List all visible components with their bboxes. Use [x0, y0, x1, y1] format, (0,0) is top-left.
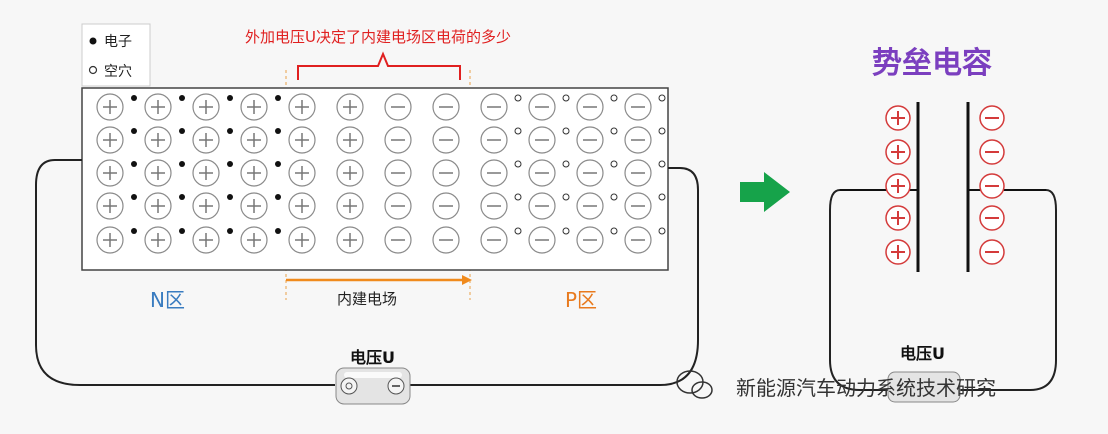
- hole: [658, 127, 666, 135]
- legend-electron-dot: [89, 37, 97, 45]
- electron: [179, 228, 185, 234]
- battery-left: [335, 367, 411, 405]
- hole: [658, 193, 666, 201]
- n-region-label: N区: [150, 288, 185, 312]
- voltage-label-left: 电压U: [350, 348, 395, 367]
- electron: [275, 95, 281, 101]
- left-circuit-wire: [35, 159, 699, 386]
- hole: [562, 94, 570, 102]
- capacitance-title: 势垒电容: [872, 46, 992, 81]
- battery-right: [887, 371, 961, 403]
- builtin-field-arrowhead: [462, 275, 472, 285]
- p-region-label: P区: [565, 288, 598, 312]
- electron: [131, 228, 137, 234]
- wechat-icon: [676, 370, 713, 399]
- electron: [179, 95, 185, 101]
- electron: [131, 95, 137, 101]
- electron: [179, 194, 185, 200]
- hole: [610, 94, 618, 102]
- hole: [562, 127, 570, 135]
- ion-grid: [96, 93, 666, 254]
- right-circuit-wire: [829, 189, 1057, 391]
- hole: [658, 160, 666, 168]
- legend-hole-circle: [88, 65, 98, 75]
- hole: [514, 160, 522, 168]
- electron: [275, 228, 281, 234]
- electron: [179, 128, 185, 134]
- hole: [514, 227, 522, 235]
- pn-block: [81, 87, 669, 271]
- electron: [227, 194, 233, 200]
- electron: [275, 161, 281, 167]
- hole: [514, 193, 522, 201]
- legend-electron-label: 电子: [104, 34, 132, 50]
- capacitor-charges: [885, 105, 1005, 265]
- electron: [227, 161, 233, 167]
- legend-box: [81, 23, 151, 87]
- hole: [562, 160, 570, 168]
- hole: [562, 193, 570, 201]
- electron: [275, 128, 281, 134]
- transform-arrow: [740, 172, 790, 212]
- electron: [227, 95, 233, 101]
- electron: [131, 161, 137, 167]
- electron: [275, 194, 281, 200]
- hole: [658, 94, 666, 102]
- electron: [179, 161, 185, 167]
- hole: [610, 227, 618, 235]
- hole: [562, 227, 570, 235]
- hole: [514, 94, 522, 102]
- legend-hole-label: 空穴: [104, 64, 132, 80]
- voltage-label-right: 电压U: [900, 344, 945, 363]
- hole: [610, 193, 618, 201]
- hole: [658, 227, 666, 235]
- top-annotation: 外加电压U决定了内建电场区电荷的多少: [245, 28, 511, 46]
- watermark-text: 新能源汽车动力系统技术研究: [736, 376, 996, 400]
- depletion-brace: [297, 51, 461, 80]
- hole: [514, 127, 522, 135]
- builtin-field-label: 内建电场: [337, 290, 398, 308]
- electron: [131, 194, 137, 200]
- electron: [227, 128, 233, 134]
- hole: [610, 160, 618, 168]
- electron: [131, 128, 137, 134]
- electron: [227, 228, 233, 234]
- hole: [610, 127, 618, 135]
